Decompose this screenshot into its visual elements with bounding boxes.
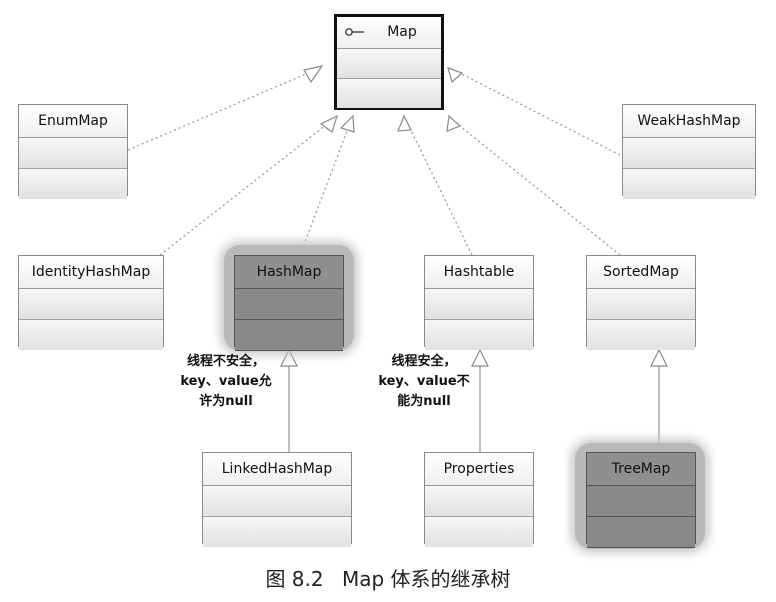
class-properties: Properties bbox=[424, 452, 534, 547]
class-weakhashmap-methods bbox=[623, 169, 755, 199]
hashtable-note-line: key、value不 bbox=[378, 374, 470, 389]
interface-icon bbox=[345, 28, 364, 36]
class-properties-name: Properties bbox=[425, 453, 533, 486]
class-linkedhashmap-name: LinkedHashMap bbox=[203, 453, 351, 486]
figure-caption: 图 8.2 Map 体系的继承树 bbox=[0, 563, 776, 592]
arrowhead-hashmap bbox=[280, 348, 298, 367]
class-hashmap: HashMap bbox=[234, 255, 344, 351]
class-treemap: TreeMap bbox=[586, 452, 696, 548]
class-hashtable-methods bbox=[425, 320, 533, 350]
class-sortedmap: SortedMap bbox=[586, 255, 696, 350]
class-properties-methods bbox=[425, 517, 533, 547]
class-weakhashmap: WeakHashMap bbox=[622, 104, 756, 199]
class-sortedmap-name: SortedMap bbox=[587, 256, 695, 289]
edge-identityhashmap-map bbox=[159, 117, 336, 256]
class-weakhashmap-fields bbox=[623, 138, 755, 169]
arrowhead-sortedmap bbox=[650, 348, 668, 367]
edge-weakhashmap-map bbox=[449, 67, 621, 156]
realization-lines bbox=[127, 67, 621, 256]
class-identityhashmap-methods bbox=[19, 320, 163, 350]
edge-sortedmap-map bbox=[449, 117, 621, 256]
edge-hashmap-map bbox=[299, 117, 353, 256]
hashmap-note-line: 线程不安全， bbox=[186, 354, 265, 369]
class-sortedmap-methods bbox=[587, 320, 695, 350]
arrowhead-map-hashmap bbox=[339, 114, 355, 133]
class-linkedhashmap-fields bbox=[203, 486, 351, 517]
class-treemap-fields bbox=[587, 486, 695, 517]
edge-hashtable-map bbox=[404, 117, 473, 256]
class-linkedhashmap-methods bbox=[203, 517, 351, 547]
class-properties-fields bbox=[425, 486, 533, 517]
class-map-name: Map bbox=[337, 17, 441, 49]
class-map-fields bbox=[337, 49, 441, 79]
class-enummap-fields bbox=[19, 138, 127, 169]
arrowhead-map-sortedmap bbox=[446, 114, 462, 132]
generalization-lines bbox=[288, 366, 660, 452]
class-map: Map bbox=[334, 14, 444, 110]
arrowheads bbox=[280, 65, 668, 367]
class-identityhashmap-name: IdentityHashMap bbox=[19, 256, 163, 289]
class-hashtable: Hashtable bbox=[424, 255, 534, 350]
arrowhead-map-identityhashmap bbox=[319, 114, 338, 133]
class-map-methods bbox=[337, 79, 441, 108]
class-sortedmap-fields bbox=[587, 289, 695, 320]
arrowhead-hashtable bbox=[471, 348, 489, 367]
class-treemap-name: TreeMap bbox=[587, 453, 695, 486]
figure-number: 图 8.2 bbox=[265, 567, 324, 591]
class-weakhashmap-name: WeakHashMap bbox=[623, 105, 755, 138]
class-enummap-methods bbox=[19, 169, 127, 199]
class-enummap: EnumMap bbox=[18, 104, 128, 199]
arrowhead-map-enummap bbox=[303, 65, 324, 84]
class-hashtable-fields bbox=[425, 289, 533, 320]
edge-enummap-map bbox=[127, 67, 321, 151]
class-identityhashmap-fields bbox=[19, 289, 163, 320]
class-identityhashmap: IdentityHashMap bbox=[18, 255, 164, 350]
figure-title: Map 体系的继承树 bbox=[341, 567, 511, 591]
class-hashmap-methods bbox=[235, 320, 343, 351]
hashmap-note-line: 许为null bbox=[199, 394, 253, 409]
class-linkedhashmap: LinkedHashMap bbox=[202, 452, 352, 547]
class-treemap-methods bbox=[587, 517, 695, 548]
hashtable-note-line: 能为null bbox=[397, 394, 451, 409]
arrowhead-map-hashtable bbox=[397, 114, 412, 132]
hashtable-note: 线程安全， key、value不 能为null bbox=[368, 352, 480, 412]
hashmap-note: 线程不安全， key、value允 许为null bbox=[170, 352, 282, 412]
class-hashmap-fields bbox=[235, 289, 343, 320]
class-map-label: Map bbox=[387, 24, 417, 40]
arrowhead-map-weakhashmap bbox=[447, 67, 464, 84]
hashmap-note-line: key、value允 bbox=[180, 374, 272, 389]
class-hashtable-name: Hashtable bbox=[425, 256, 533, 289]
class-enummap-name: EnumMap bbox=[19, 105, 127, 138]
hashtable-note-line: 线程安全， bbox=[391, 354, 457, 369]
class-hashmap-name: HashMap bbox=[235, 256, 343, 289]
